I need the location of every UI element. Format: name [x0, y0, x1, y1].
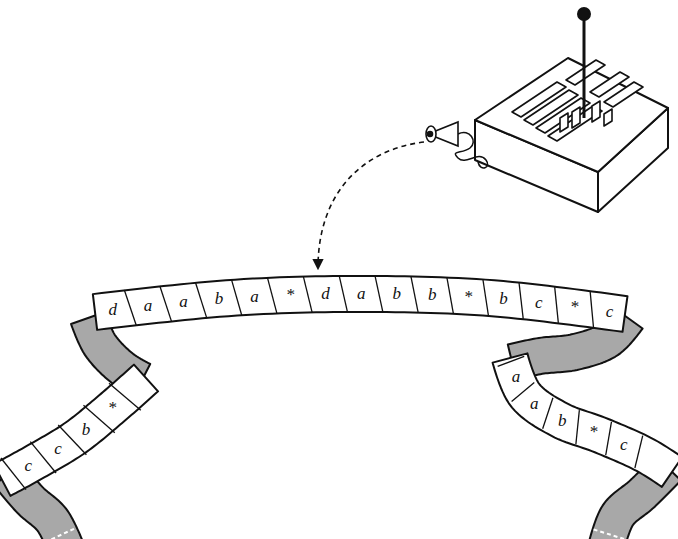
cell-divider [231, 280, 241, 316]
tape-symbol: * [108, 399, 117, 416]
tape-symbol: c [54, 440, 62, 457]
tape-symbol: a [530, 395, 539, 412]
tape-strip [93, 276, 628, 332]
cell-divider [30, 442, 56, 473]
reading-arrow [318, 142, 424, 268]
cell-divider [160, 286, 172, 322]
cell-divider [483, 280, 488, 316]
tape-symbol: b [499, 290, 508, 307]
cell-divider [339, 276, 347, 312]
cell-divider [606, 422, 612, 455]
tape-cut [594, 529, 626, 539]
cell-divider [576, 410, 579, 444]
cell-divider [555, 287, 559, 323]
tape-symbol: c [25, 456, 33, 473]
tape-symbol: d [108, 301, 117, 318]
tape-symbol: c [606, 303, 614, 320]
cell-divider [1, 458, 26, 490]
tape-symbol: b [393, 285, 402, 302]
cell-divider [195, 282, 206, 318]
tape-symbol: * [464, 287, 473, 304]
tape-cut [45, 528, 76, 539]
cell-divider [447, 278, 453, 314]
tape-symbol: d [321, 285, 330, 302]
tape-symbol: b [82, 420, 91, 437]
cell-divider [124, 290, 136, 326]
tape-symbol: a [144, 297, 153, 314]
reading-eye [426, 122, 458, 146]
tape-symbol: a [250, 287, 259, 304]
cell-divider [543, 398, 553, 429]
cable [455, 133, 487, 168]
cell-divider [590, 292, 593, 328]
cell-divider [303, 277, 312, 313]
tape-symbol: a [179, 293, 188, 310]
tape-symbol: c [535, 294, 543, 311]
cell-divider [411, 277, 418, 313]
cell-divider [635, 436, 643, 468]
tape-symbol: * [589, 423, 598, 440]
tape-symbol: a [512, 368, 521, 385]
tape-symbol: c [620, 436, 628, 453]
tape-symbol: a [357, 285, 366, 302]
cell-divider [267, 278, 277, 314]
cell-divider [519, 283, 523, 319]
tape-strip [0, 365, 158, 496]
tape-symbol: b [558, 412, 567, 429]
control-box [475, 8, 668, 212]
tape-symbol: * [286, 286, 295, 303]
cell-divider [375, 276, 383, 312]
tape-symbol: b [215, 289, 224, 306]
cell-divider [498, 356, 525, 366]
tape-strip [493, 353, 678, 487]
tape-symbol: * [570, 298, 579, 315]
tape-symbol: b [428, 286, 437, 303]
